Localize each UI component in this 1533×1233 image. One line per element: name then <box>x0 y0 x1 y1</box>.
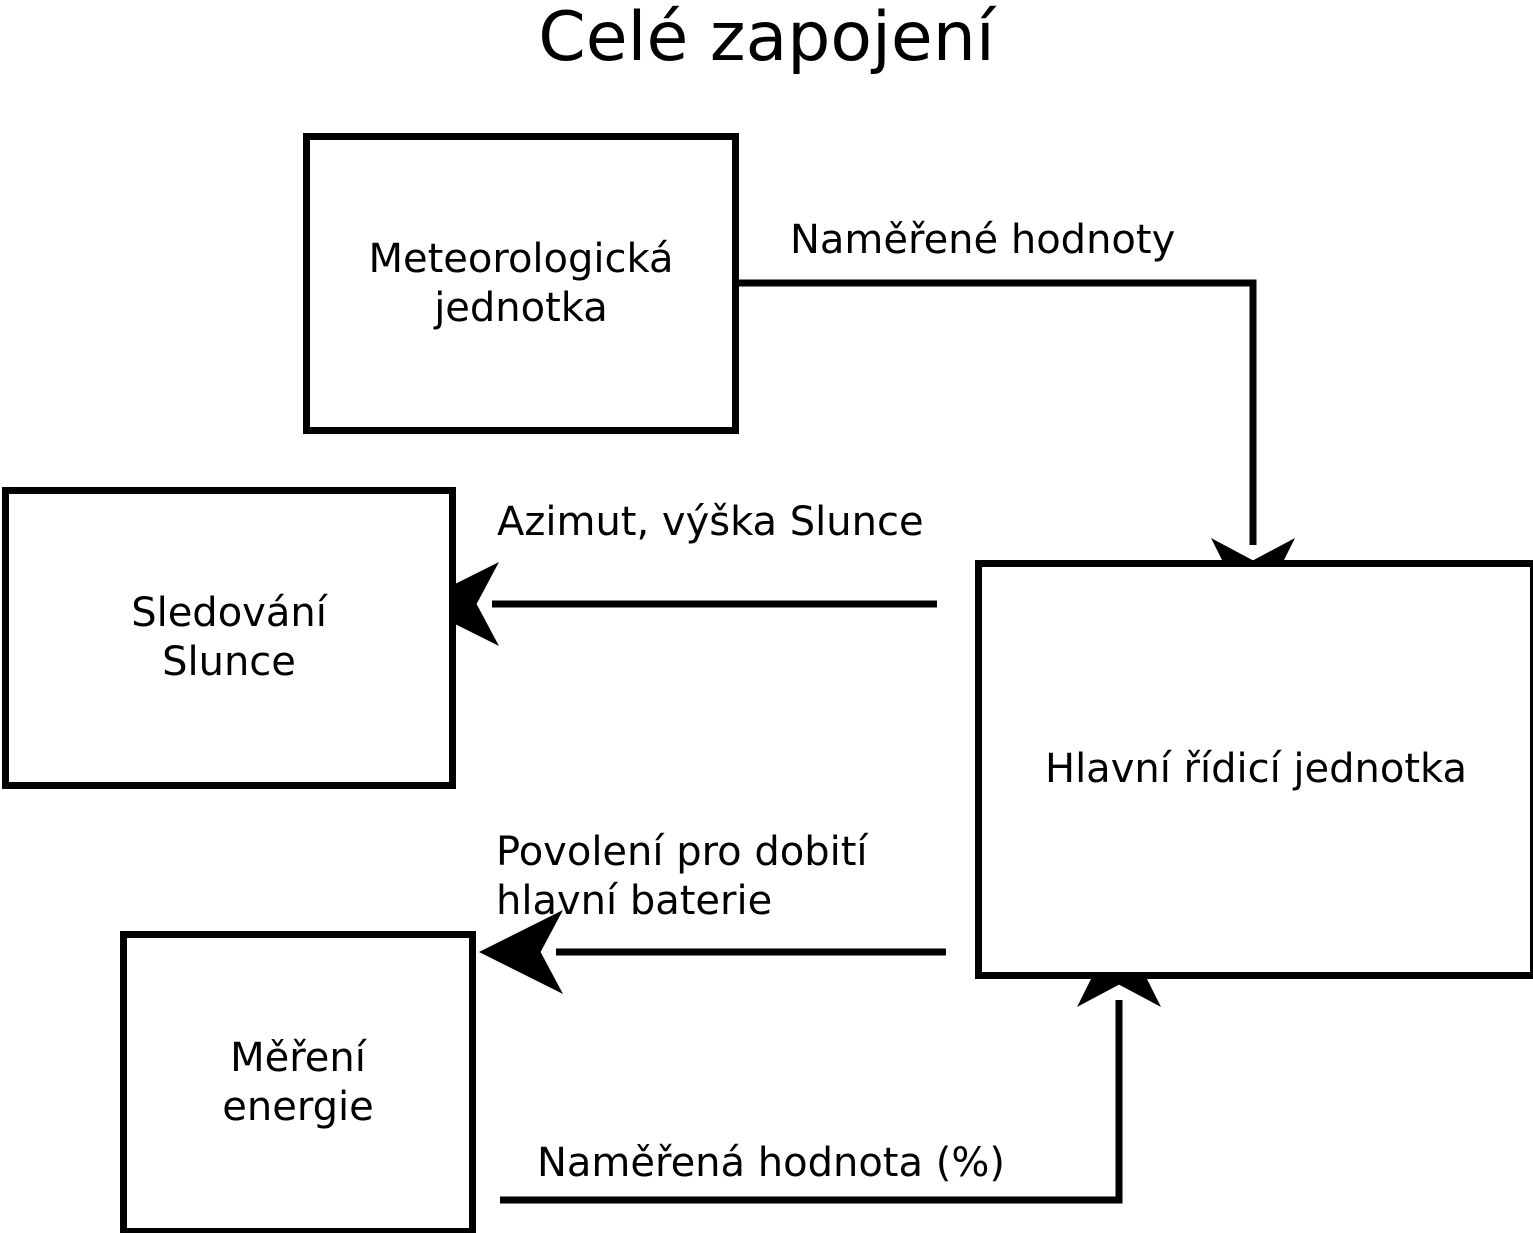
node-sun-tracking-label: Sledování Slunce <box>131 590 327 685</box>
edge-energy-to-main <box>500 923 1161 1204</box>
node-energy-measurement[interactable]: Měření energie <box>120 931 476 1233</box>
node-sun-tracking[interactable]: Sledování Slunce <box>2 487 456 789</box>
edge-label-measured-percent: Naměřená hodnota (%) <box>537 1140 1005 1186</box>
edge-label-azimuth-sun-height: Azimut, výška Slunce <box>497 499 924 545</box>
page-title: Celé zapojení <box>538 0 995 77</box>
edge-meteo-to-main <box>735 279 1295 622</box>
node-main-control-unit[interactable]: Hlavní řídicí jednotka <box>975 560 1533 979</box>
node-meteorological-unit-label: Meteorologická jednotka <box>368 235 674 331</box>
edge-label-measured-values: Naměřené hodnoty <box>790 217 1176 263</box>
edge-label-charge-permission: Povolení pro dobití hlavní baterie <box>496 829 868 924</box>
node-meteorological-unit[interactable]: Meteorologická jednotka <box>303 133 739 434</box>
node-energy-measurement-label: Měření energie <box>222 1035 374 1130</box>
node-main-control-unit-label: Hlavní řídicí jednotka <box>1044 746 1468 793</box>
